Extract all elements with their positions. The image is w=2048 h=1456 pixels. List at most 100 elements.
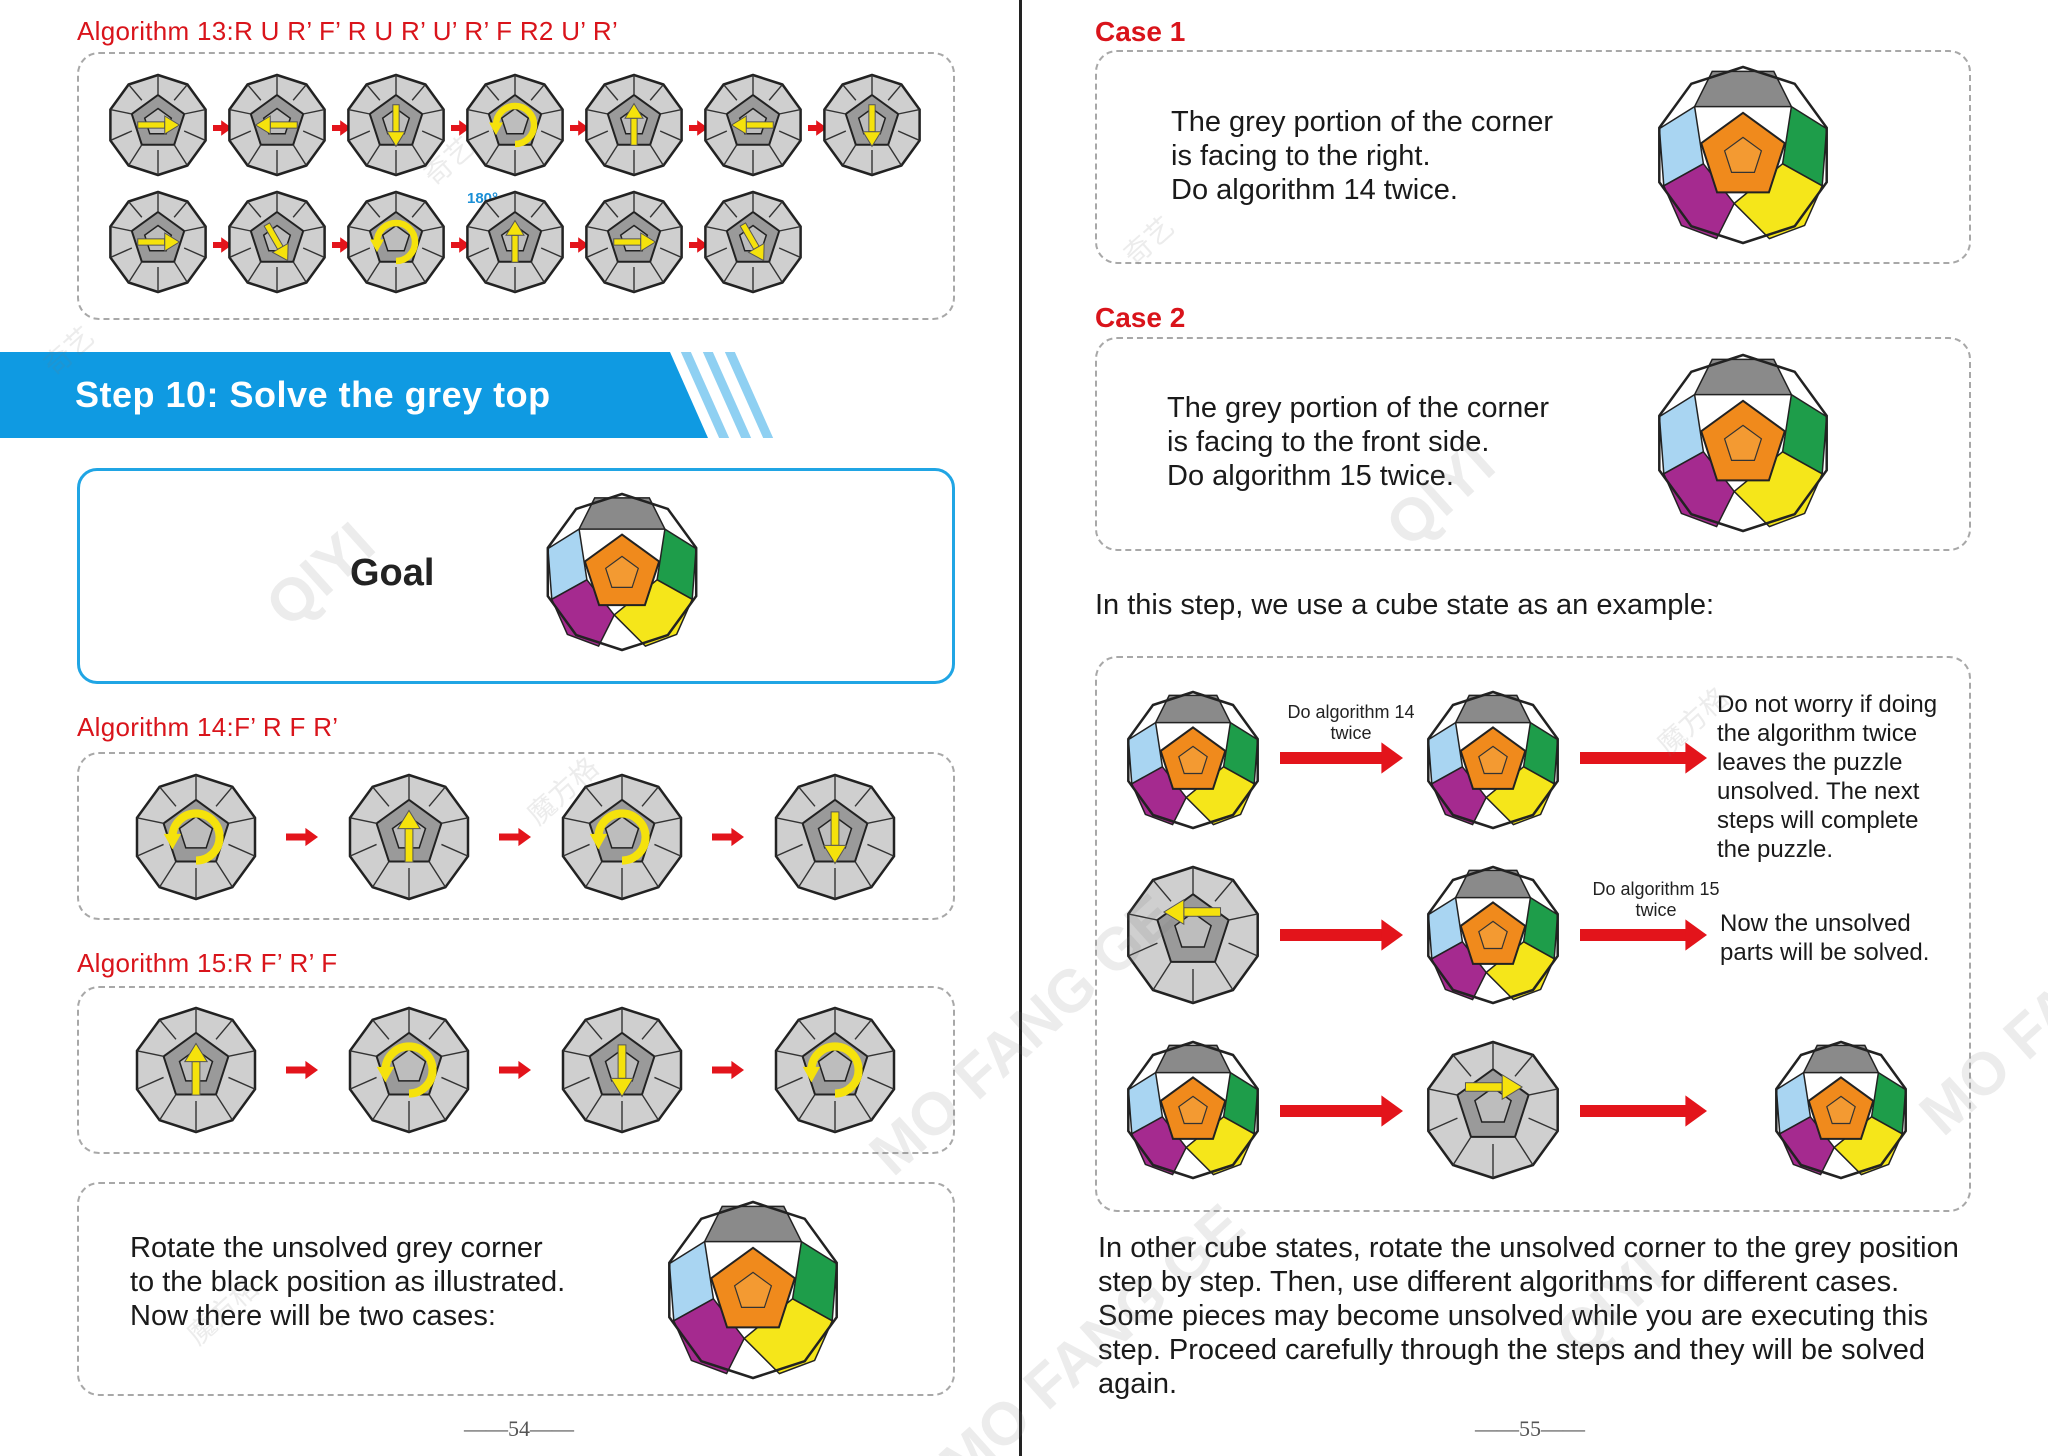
worry-text-line-6: the puzzle. (1717, 836, 1834, 863)
algorithm-14-box (77, 752, 955, 920)
step-10-banner (0, 352, 708, 438)
bottom-text-line-1: In other cube states, rotate the unsolve… (1098, 1232, 1959, 1264)
red-arrow-icon (499, 1060, 531, 1080)
example-megaminx-icon (1427, 1040, 1559, 1180)
red-arrow-icon (1280, 742, 1403, 774)
example-megaminx-icon (1127, 865, 1259, 1005)
red-arrow-icon (286, 1060, 318, 1080)
megaminx-icon (348, 1006, 470, 1134)
move-arrow-icon (613, 232, 657, 252)
red-arrow-icon (1580, 919, 1707, 951)
megaminx-icon (347, 190, 445, 294)
rotate-arrow-icon (376, 1042, 437, 1098)
red-arrow-icon (213, 120, 232, 136)
step-10-title: Step 10: Solve the grey top (75, 374, 551, 415)
red-arrow-icon (570, 237, 589, 253)
rotate-text-line-2: to the black position as illustrated. (130, 1266, 566, 1298)
page-number-left: ——54—— (464, 1416, 574, 1441)
case-1-text-line-2: is facing to the right. (1171, 140, 1431, 172)
move-arrow-icon (505, 219, 525, 263)
example-box (1095, 656, 1971, 1212)
red-arrow-icon (451, 120, 470, 136)
move-arrow-icon (1162, 898, 1222, 926)
bottom-text-line-3: Some pieces may become unsolved while yo… (1098, 1300, 1929, 1332)
red-arrow-icon (332, 120, 351, 136)
rotate-arrow-icon (163, 809, 224, 865)
move-arrow-icon (624, 102, 644, 146)
red-arrow-icon (689, 120, 708, 136)
example-megaminx-icon (1427, 690, 1559, 830)
example-intro: In this step, we use a cube state as an … (1095, 589, 1715, 621)
red-arrow-icon (286, 827, 318, 847)
red-arrow-icon (712, 827, 744, 847)
rotate-arrow-icon (802, 1042, 863, 1098)
move-arrow-icon (730, 115, 774, 135)
worry-text-line-3: leaves the puzzle (1717, 749, 1903, 776)
do-algorithm-14-line-2: twice (1330, 723, 1372, 743)
move-arrow-icon (254, 115, 298, 135)
megaminx-icon (466, 73, 564, 177)
worry-text-line-1: Do not worry if doing (1717, 691, 1938, 718)
case-1-box (1095, 50, 1971, 264)
red-arrow-icon (808, 120, 827, 136)
worry-text-line-4: unsolved. The next (1717, 778, 1920, 805)
move-arrow-icon (1464, 1073, 1524, 1101)
red-arrow-icon (1280, 1095, 1403, 1127)
red-arrow-icon (689, 237, 708, 253)
algorithm-13-box (77, 52, 955, 320)
page-number-right: ——55—— (1475, 1416, 1585, 1441)
case-1-text-line-1: The grey portion of the corner (1171, 106, 1554, 138)
solved-text-line-1: Now the unsolved (1720, 910, 1911, 937)
worry-text-line-5: steps will complete (1717, 807, 1919, 834)
case-1-megaminx-icon (1658, 65, 1828, 245)
goal-label: Goal (350, 552, 435, 594)
move-arrow-icon (183, 1042, 209, 1096)
bottom-text-line-2: step by step. Then, use different algori… (1098, 1266, 1900, 1298)
goal-box (77, 468, 955, 684)
rotate-arrow-icon (489, 102, 538, 148)
solved-megaminx-icon (1775, 1040, 1907, 1180)
move-arrow-icon (386, 104, 406, 148)
megaminx-icon (561, 773, 683, 901)
case-1-text-line-3: Do algorithm 14 twice. (1171, 174, 1458, 206)
rotate-arrow-icon (589, 809, 650, 865)
algorithm-15-title: Algorithm 15:R F’ R’ F (77, 948, 338, 978)
megaminx-icon (228, 73, 326, 177)
red-arrow-icon (1280, 919, 1403, 951)
do-algorithm-15-line-2: twice (1635, 900, 1677, 920)
do-algorithm-15-line-1: Do algorithm 15 (1592, 879, 1720, 899)
case-1-title: Case 1 (1095, 16, 1186, 47)
bottom-text-line-5: again. (1098, 1368, 1178, 1400)
move-arrow-icon (263, 222, 289, 262)
rotate-megaminx-icon (668, 1200, 838, 1380)
case-2-megaminx-icon (1658, 353, 1828, 533)
red-arrow-icon (1580, 1095, 1707, 1127)
goal-megaminx-icon (546, 492, 698, 652)
move-arrow-icon (609, 1044, 635, 1098)
algorithm-13-title: Algorithm 13:R U R’ F’ R U R’ U’ R’ F R2… (77, 16, 619, 46)
red-arrow-icon (1580, 742, 1707, 774)
algorithm-15-box (77, 986, 955, 1154)
move-arrow-icon (396, 809, 422, 863)
worry-text-line-2: the algorithm twice (1717, 720, 1918, 747)
red-arrow-icon (451, 237, 470, 253)
example-megaminx-icon (1427, 865, 1559, 1005)
rotate-box (77, 1182, 955, 1396)
case-2-title: Case 2 (1095, 302, 1186, 333)
rotate-text-line-1: Rotate the unsolved grey corner (130, 1232, 543, 1264)
algorithm-14-title: Algorithm 14:F’ R F R’ (77, 712, 339, 742)
case-2-text-line-2: is facing to the front side. (1167, 426, 1490, 458)
red-arrow-icon (712, 1060, 744, 1080)
do-algorithm-14-line-1: Do algorithm 14 (1287, 702, 1415, 722)
move-arrow-icon (137, 232, 181, 252)
rotate-arrow-icon (370, 219, 419, 265)
red-arrow-icon (499, 827, 531, 847)
megaminx-icon (774, 1006, 896, 1134)
case-2-box (1095, 337, 1971, 551)
red-arrow-icon (213, 237, 232, 253)
example-megaminx-icon (1127, 1040, 1259, 1180)
red-arrow-icon (332, 237, 351, 253)
case-2-text-line-1: The grey portion of the corner (1167, 392, 1550, 424)
move-arrow-icon (739, 222, 765, 262)
